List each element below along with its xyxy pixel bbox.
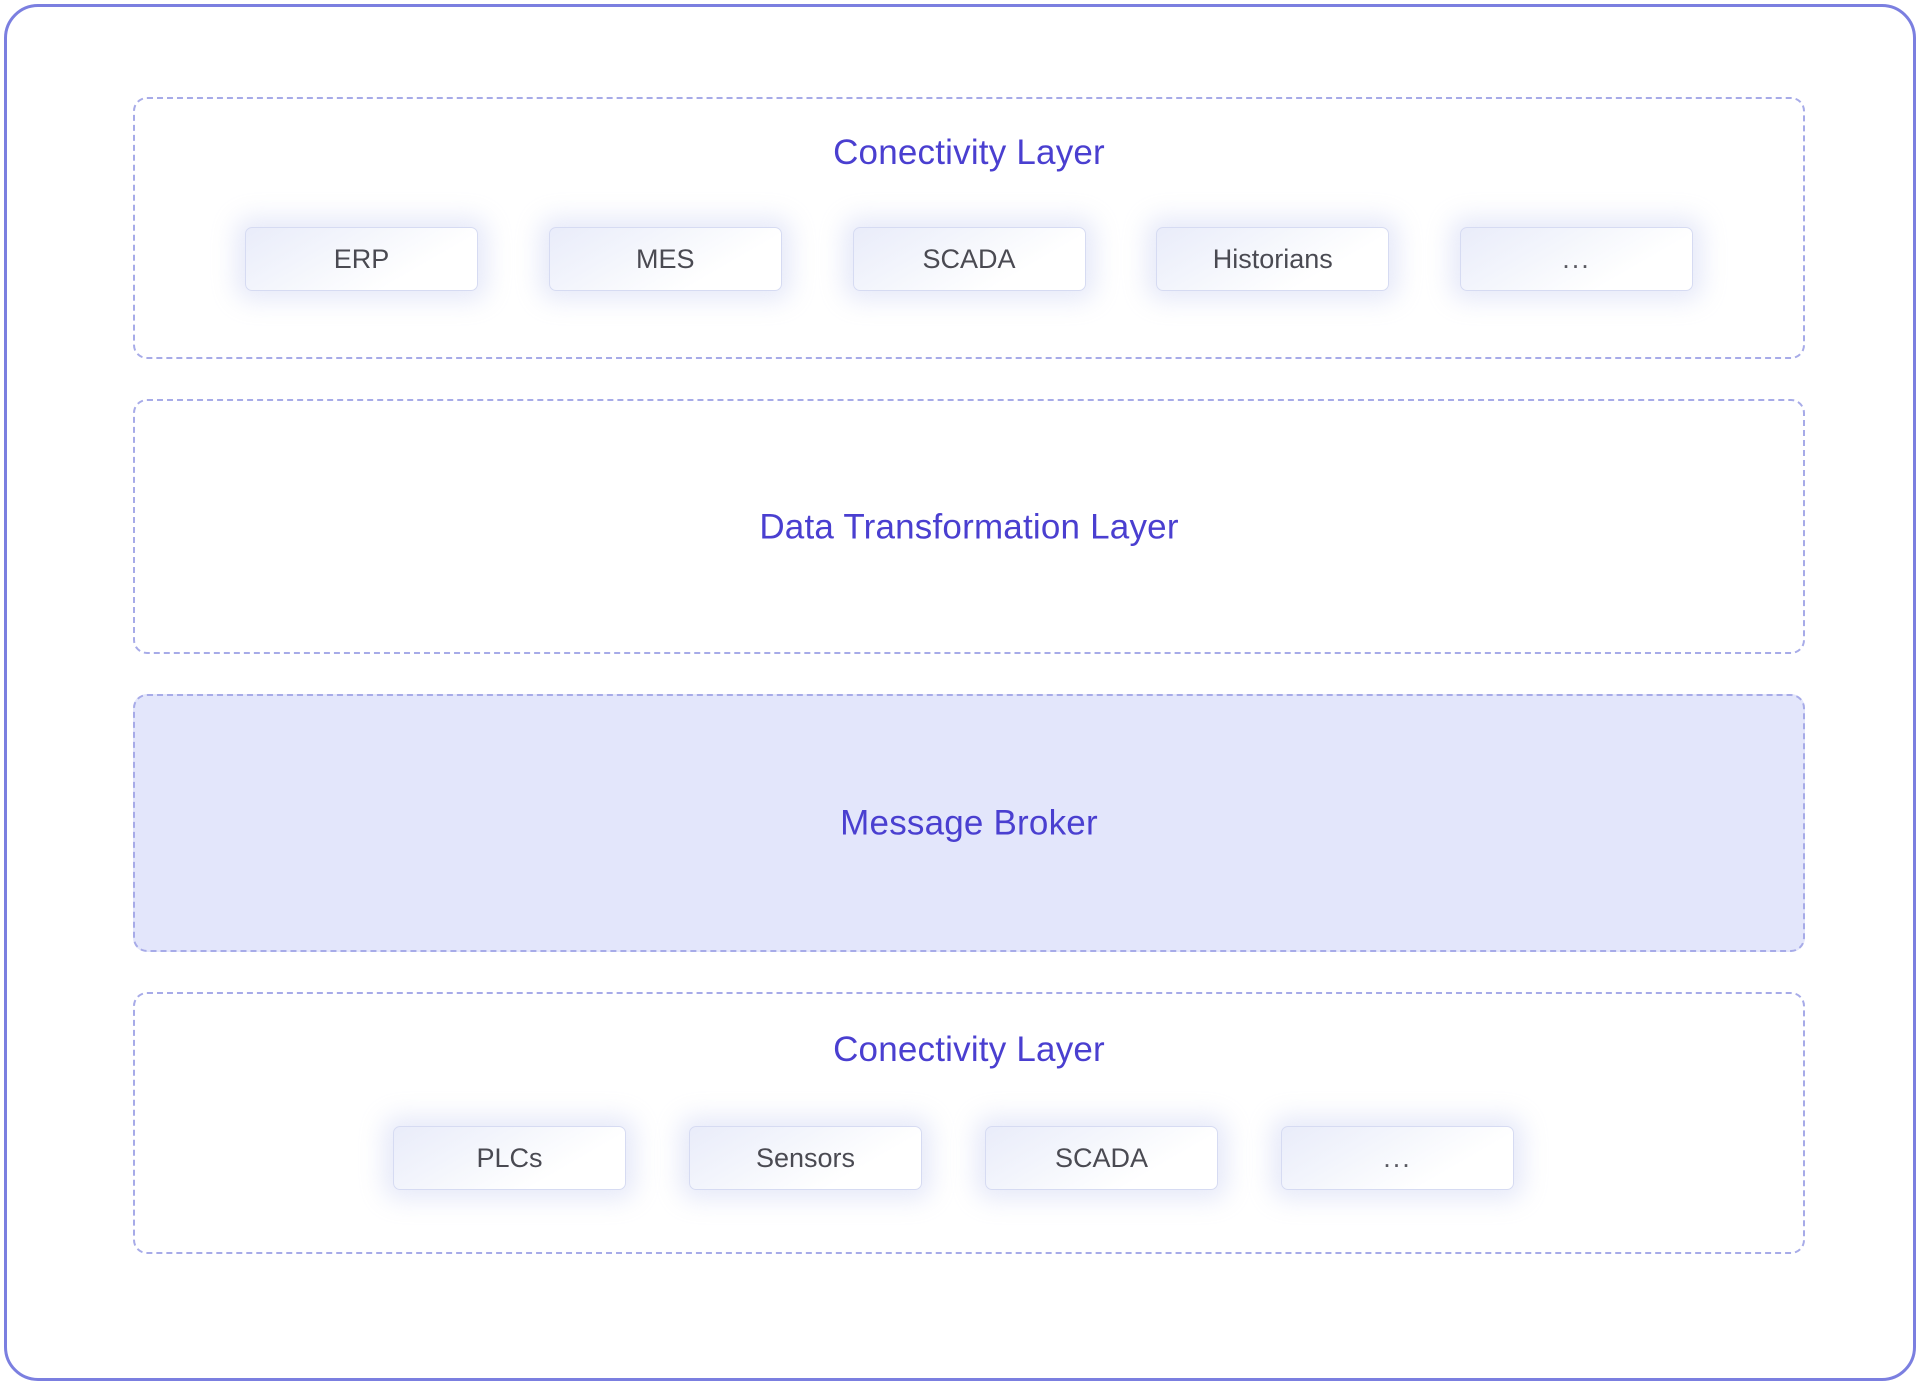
connector-chip-label: SCADA xyxy=(1054,1142,1149,1173)
connector-chip-more-field[interactable]: ... xyxy=(1281,1126,1514,1190)
layer-message-broker: Message Broker xyxy=(133,694,1805,952)
layer-stack: Conectivity Layer ERP MES SCADA Historia… xyxy=(133,97,1805,1254)
architecture-diagram-frame: Conectivity Layer ERP MES SCADA Historia… xyxy=(4,4,1916,1381)
connector-chip-historians[interactable]: Historians xyxy=(1156,227,1390,291)
layer-title-data-transformation: Data Transformation Layer xyxy=(759,507,1179,546)
layer-title-connectivity-bottom: Conectivity Layer xyxy=(833,1030,1105,1069)
connector-chip-plcs[interactable]: PLCs xyxy=(393,1126,626,1190)
connector-chip-label: Historians xyxy=(1212,243,1333,274)
connector-chip-label: SCADA xyxy=(922,243,1016,274)
connector-chip-erp[interactable]: ERP xyxy=(245,227,478,291)
ellipsis-icon: ... xyxy=(1383,1142,1412,1173)
connector-chip-mes[interactable]: MES xyxy=(548,227,782,291)
connector-chip-scada-field[interactable]: SCADA xyxy=(985,1126,1218,1190)
layer-connectivity-top: Conectivity Layer ERP MES SCADA Historia… xyxy=(133,97,1805,359)
connector-chip-label: PLCs xyxy=(476,1142,543,1173)
connector-chip-scada[interactable]: SCADA xyxy=(852,227,1086,291)
ellipsis-icon: ... xyxy=(1562,243,1591,274)
connector-chip-row-bottom: PLCs Sensors SCADA ... xyxy=(393,1126,1514,1190)
connector-chip-label: Sensors xyxy=(755,1142,856,1173)
connector-chip-label: MES xyxy=(635,243,695,274)
connector-chip-more[interactable]: ... xyxy=(1460,227,1693,291)
layer-data-transformation: Data Transformation Layer xyxy=(133,399,1805,654)
connector-chip-label: ERP xyxy=(333,243,390,274)
layer-title-message-broker: Message Broker xyxy=(840,803,1098,843)
layer-title-connectivity-top: Conectivity Layer xyxy=(833,133,1105,172)
layer-connectivity-bottom: Conectivity Layer PLCs Sensors SCADA ... xyxy=(133,992,1805,1254)
connector-chip-sensors[interactable]: Sensors xyxy=(689,1126,922,1190)
connector-chip-row-top: ERP MES SCADA Historians ... xyxy=(245,227,1693,291)
